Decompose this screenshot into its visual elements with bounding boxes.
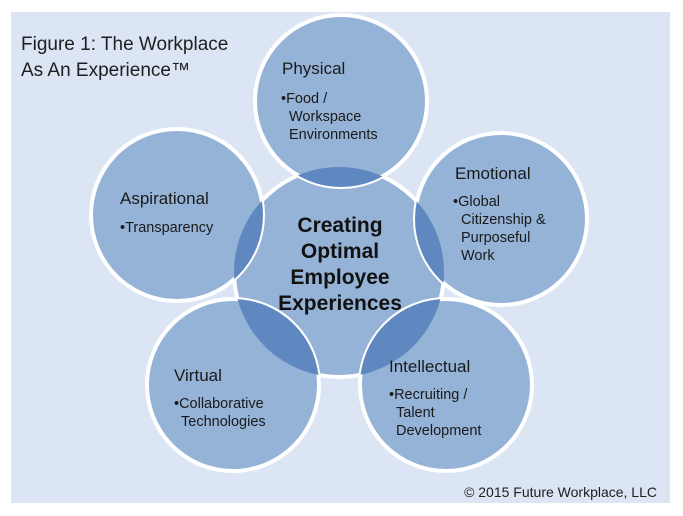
copyright-notice: © 2015 Future Workplace, LLC bbox=[464, 484, 657, 500]
virtual-bullet-line-1: •Collaborative bbox=[174, 396, 264, 412]
virtual-bullet-line-2: Technologies bbox=[181, 414, 266, 430]
center-text-line-4: Experiences bbox=[278, 292, 402, 315]
aspirational-heading: Aspirational bbox=[120, 189, 209, 208]
intellectual-bullet-line-3: Development bbox=[396, 423, 481, 439]
emotional-bullet-line-3: Purposeful bbox=[461, 230, 530, 246]
intellectual-bullet-line-1: •Recruiting / bbox=[389, 387, 468, 403]
figure-title-line-2: As An Experience™ bbox=[21, 60, 190, 81]
physical-bullet-line-2: Workspace bbox=[289, 109, 361, 125]
intellectual-overlap bbox=[360, 299, 444, 377]
figure-title-line-1: Figure 1: The Workplace bbox=[21, 34, 228, 55]
physical-bullet-line-3: Environments bbox=[289, 127, 378, 143]
physical-heading: Physical bbox=[282, 59, 345, 78]
emotional-bullet-line-4: Work bbox=[461, 248, 495, 264]
intellectual-heading: Intellectual bbox=[389, 357, 470, 376]
physical-bullet-line-1: •Food / bbox=[281, 91, 328, 107]
emotional-heading: Emotional bbox=[455, 164, 531, 183]
virtual-overlap bbox=[234, 299, 319, 377]
center-text-line-1: Creating bbox=[297, 214, 382, 237]
aspirational-bullet-line-1: •Transparency bbox=[120, 220, 214, 236]
center-text-line-3: Employee bbox=[290, 266, 389, 289]
emotional-bullet-line-1: •Global bbox=[453, 194, 500, 210]
emotional-bullet-line-2: Citizenship & bbox=[461, 212, 546, 228]
center-text-line-2: Optimal bbox=[301, 240, 379, 263]
intellectual-bullet-line-2: Talent bbox=[396, 405, 435, 421]
virtual-heading: Virtual bbox=[174, 366, 222, 385]
